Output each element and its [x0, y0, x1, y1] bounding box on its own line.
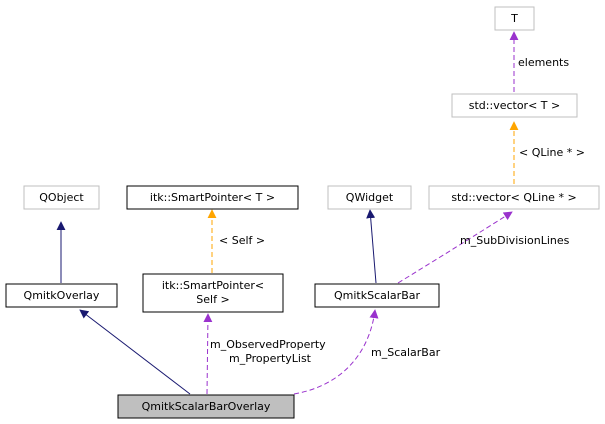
edge-label-qline-template: < QLine * > — [519, 146, 585, 159]
node-qobject-label: QObject — [39, 191, 84, 204]
edge-label-property-list: m_PropertyList — [229, 352, 312, 365]
node-qwidget-label: QWidget — [346, 191, 394, 204]
node-itk-smartpointer-t: itk::SmartPointer< T > — [126, 185, 299, 210]
edge-scalarbaroverlay-to-smartpointer-self — [203, 313, 213, 395]
edge-scalarbaroverlay-to-scalarbar — [293, 309, 379, 395]
node-itk-smartpointer-t-label: itk::SmartPointer< T > — [150, 191, 275, 204]
node-std-vector-qline: std::vector< QLine * > — [428, 185, 600, 210]
node-qmitk-overlay: QmitkOverlay — [5, 283, 118, 308]
edge-scalarbar-to-qwidget — [366, 209, 377, 284]
node-itk-smartpointer-self: itk::SmartPointer< Self > — [142, 273, 284, 313]
edge-scalarbaroverlay-to-overlay — [79, 309, 191, 395]
node-qwidget: QWidget — [327, 185, 412, 210]
node-t: T — [494, 6, 535, 31]
node-qmitk-scalar-bar: QmitkScalarBar — [314, 283, 440, 308]
edge-label-scalar-bar: m_ScalarBar — [371, 346, 441, 359]
node-qmitk-scalar-bar-overlay-label: QmitkScalarBarOverlay — [142, 400, 271, 413]
edge-label-observed-property: m_ObservedProperty — [210, 338, 326, 351]
node-qmitk-scalar-bar-overlay: QmitkScalarBarOverlay — [117, 394, 295, 419]
node-std-vector-t-label: std::vector< T > — [469, 99, 560, 112]
edge-label-elements: elements — [518, 56, 569, 69]
edge-label-self-template: < Self > — [219, 234, 265, 247]
node-std-vector-t: std::vector< T > — [451, 93, 578, 118]
node-t-label: T — [510, 12, 518, 25]
node-itk-smartpointer-self-line1: itk::SmartPointer< — [162, 279, 264, 292]
node-std-vector-qline-label: std::vector< QLine * > — [451, 191, 576, 204]
node-qobject: QObject — [23, 185, 100, 210]
edge-label-subdivision-lines: m_SubDivisionLines — [460, 234, 570, 247]
node-qmitk-overlay-label: QmitkOverlay — [24, 289, 100, 302]
edge-scalarbar-to-vector-qline — [397, 211, 513, 284]
node-itk-smartpointer-self-line2: Self > — [196, 293, 229, 306]
node-qmitk-scalar-bar-label: QmitkScalarBar — [334, 289, 420, 302]
